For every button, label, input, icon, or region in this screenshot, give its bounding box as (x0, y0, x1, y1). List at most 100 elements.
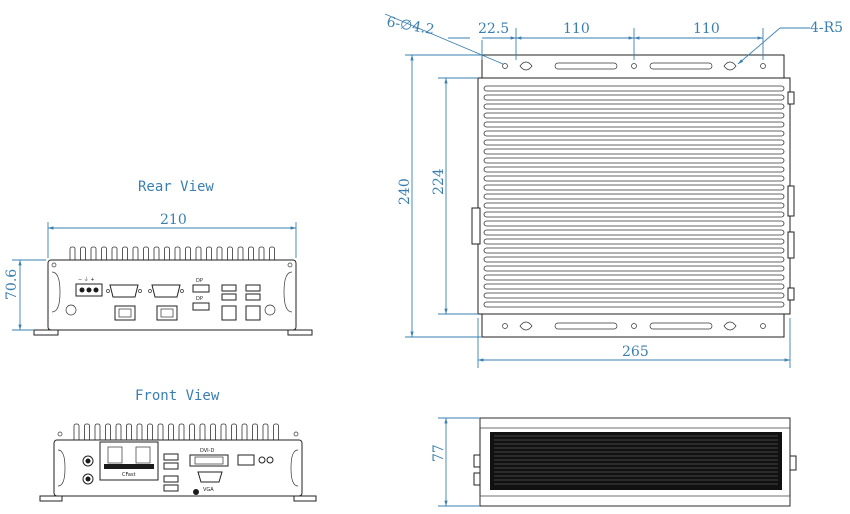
top-fins (483, 85, 785, 308)
front-foot-right (293, 495, 317, 502)
dp-port-1 (192, 284, 210, 293)
usb-port-1 (221, 284, 237, 292)
dim-height-outer: 240 (397, 178, 413, 205)
antenna-hole-left (65, 304, 77, 316)
cfast-label: CFast (122, 472, 136, 478)
front-fin (220, 423, 227, 443)
dp-label-2: DP (196, 296, 203, 302)
front-fin (252, 423, 258, 443)
dim-height-inner: 224 (431, 168, 447, 195)
rear-fins (69, 246, 275, 263)
front-fin (157, 423, 164, 443)
rear-foot-right (287, 329, 313, 336)
top-fin (483, 220, 785, 227)
top-fin (483, 139, 785, 146)
front-usb-2 (163, 462, 179, 470)
cfast-cover (99, 441, 159, 481)
right-connector-1 (787, 91, 795, 105)
top-fin (483, 292, 785, 299)
front-usb-1 (163, 453, 179, 461)
top-fin (483, 175, 785, 182)
dim-rear-height: 70.6 (4, 269, 20, 300)
top-fin (483, 184, 785, 191)
top-fin (483, 148, 785, 155)
com-port-1 (109, 284, 139, 298)
radius-spec-label: 4-R5 (810, 20, 843, 36)
svg-text:− ⏚ +: − ⏚ + (78, 276, 95, 283)
power-in-port (237, 454, 255, 466)
dvi-label: DVI-D (200, 448, 214, 454)
front-usb-3 (163, 475, 179, 483)
lan-port-3 (221, 305, 237, 321)
side-view: 77 (431, 417, 797, 507)
top-fin (483, 238, 785, 245)
front-fin (115, 423, 122, 443)
dim-width-top-view: 265 (622, 344, 649, 360)
top-fin (483, 94, 785, 101)
top-fin (483, 256, 785, 263)
front-fin (262, 423, 269, 443)
dp-label-1: DP (196, 278, 203, 284)
dim-top-span-2: 110 (693, 21, 720, 37)
rear-view-title: Rear View (138, 179, 214, 195)
front-fin (168, 423, 174, 443)
top-fin (483, 283, 785, 290)
top-fin (483, 103, 785, 110)
dp-port-2 (192, 302, 210, 311)
top-fin (483, 112, 785, 119)
front-fin (84, 423, 90, 443)
front-fin (231, 423, 237, 443)
top-view: 22.5 110 110 6-∅4.2 4-R5 240 224 265 (384, 13, 843, 368)
top-fin (483, 130, 785, 137)
top-mounting-holes (502, 61, 766, 331)
front-fin (178, 423, 185, 443)
hole-spec-label: 6-∅4.2 (385, 14, 435, 38)
front-view-title: Front View (135, 388, 220, 404)
top-fin (483, 229, 785, 236)
usb-port-4 (245, 293, 261, 301)
front-fin (147, 423, 153, 443)
front-fin (136, 423, 143, 443)
led-indicator (258, 456, 266, 464)
front-fin (273, 423, 279, 443)
top-fin (483, 166, 785, 173)
top-fin (483, 157, 785, 164)
com-port-2 (151, 284, 181, 298)
front-fin (94, 423, 101, 443)
front-fins (73, 423, 279, 443)
front-fin (126, 423, 132, 443)
top-fin (483, 301, 785, 308)
front-fin (189, 423, 195, 443)
top-fin (483, 211, 785, 218)
lan-port-1 (114, 305, 136, 321)
rear-view: Rear View − ⏚ + DP DP (4, 179, 313, 336)
rear-foot-left (33, 329, 59, 336)
front-foot-left (39, 495, 63, 502)
dim-top-offset: 22.5 (478, 21, 509, 37)
dim-rear-width: 210 (160, 212, 187, 228)
side-fins (494, 435, 778, 485)
lan-port-4 (245, 305, 261, 321)
top-fin (483, 247, 785, 254)
usb-port-2 (221, 293, 237, 301)
front-fin (105, 423, 111, 443)
front-fin (241, 423, 248, 443)
right-connector-2 (787, 185, 795, 217)
right-connector-3 (787, 231, 795, 259)
usb-port-3 (245, 284, 261, 292)
side-right-knob (789, 455, 797, 471)
side-left-knob-2 (473, 472, 481, 486)
front-fin (73, 423, 80, 443)
dvi-port (189, 454, 229, 467)
front-fin (210, 423, 216, 443)
top-fin (483, 85, 785, 92)
top-fin (483, 274, 785, 281)
side-heatsink (490, 432, 782, 490)
right-connector-4 (787, 287, 795, 301)
top-fin (483, 202, 785, 209)
dim-top-span-1: 110 (563, 21, 590, 37)
vga-port (197, 471, 223, 483)
top-fin (483, 265, 785, 272)
lan-port-2 (156, 305, 178, 321)
